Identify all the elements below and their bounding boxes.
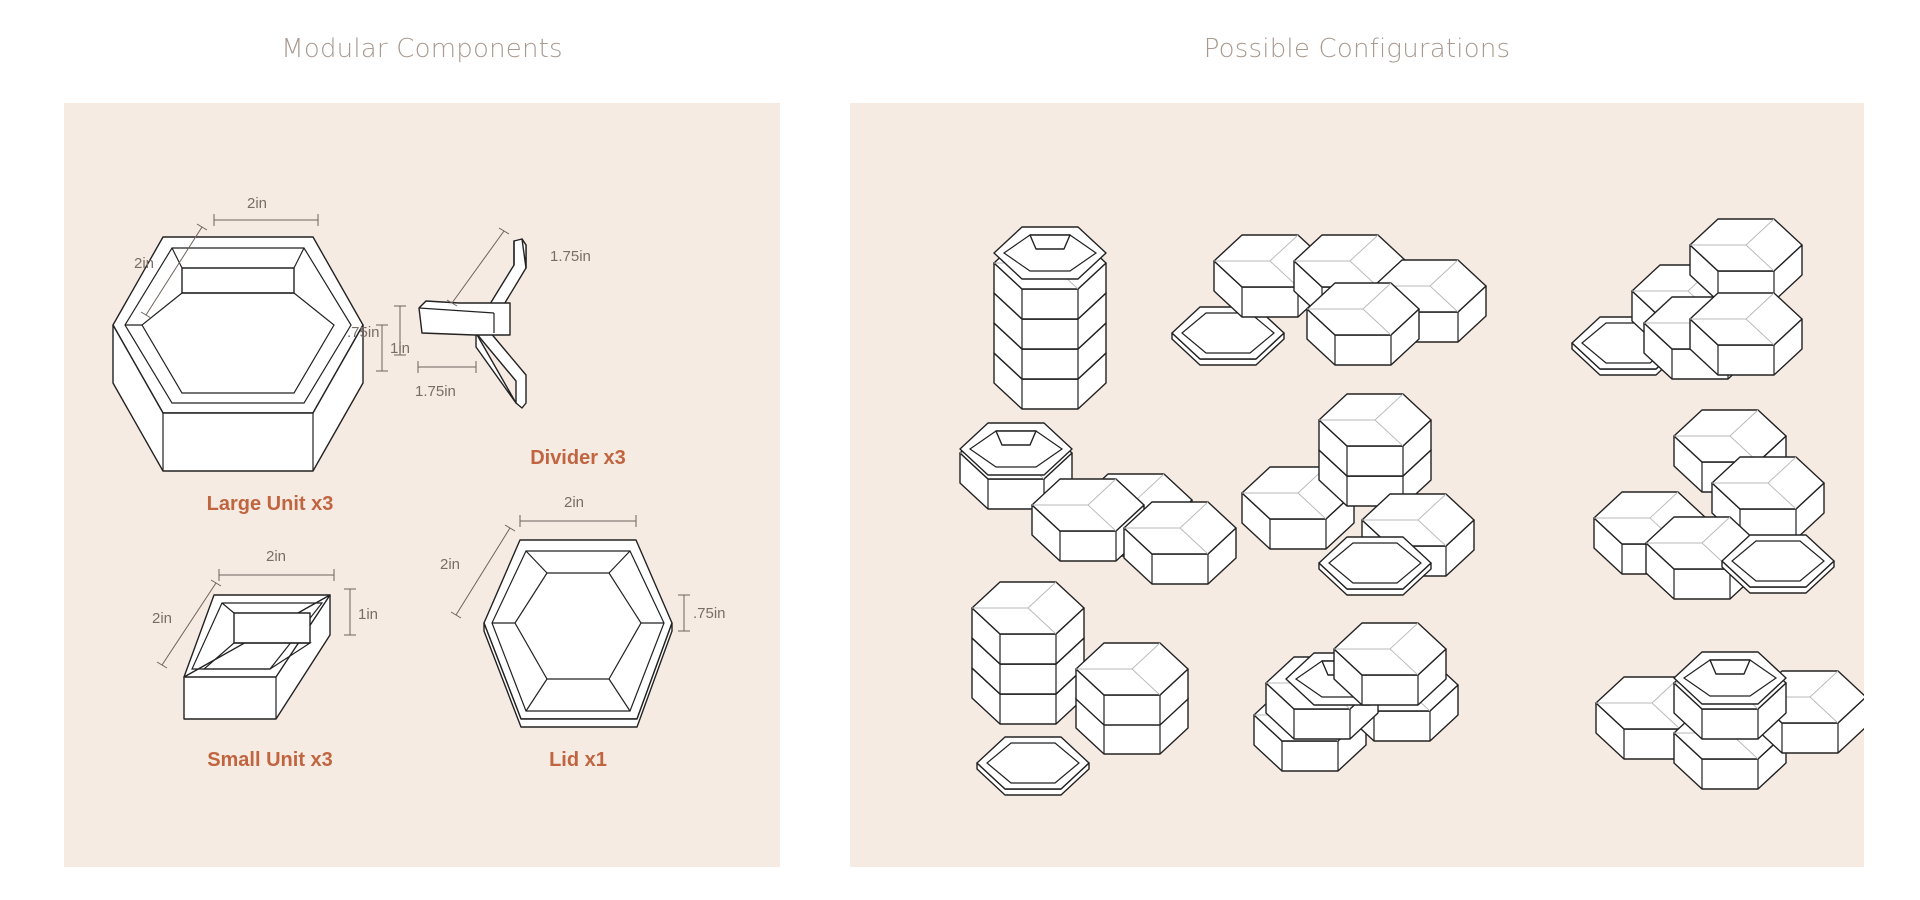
- lid-label: Lid x1: [549, 749, 607, 771]
- small-unit-width-label: 2in: [266, 548, 286, 565]
- small-unit-illustration: [183, 594, 331, 720]
- components-panel: 2in 2in 1in Large Unit x3: [64, 103, 780, 867]
- divider-height-label: .75in: [347, 324, 380, 341]
- configuration-3: [1571, 219, 1802, 379]
- configuration-2: [1171, 235, 1486, 366]
- lid-depth-label: 2in: [440, 556, 460, 573]
- configuration-4: [959, 422, 1236, 584]
- divider-illustration: [418, 238, 527, 409]
- configurations-drawing: [959, 103, 1864, 796]
- configurations-panel: [850, 103, 1864, 867]
- possible-configurations-title: Possible Configurations: [1203, 34, 1511, 64]
- large-unit-label: Large Unit x3: [207, 493, 334, 515]
- lid-illustration: [483, 539, 673, 728]
- configuration-1: [993, 226, 1107, 409]
- divider-width-label: 1.75in: [415, 383, 456, 400]
- lid-dimensions: 2in 2in .75in: [440, 494, 726, 632]
- modular-components-title: Modular Components: [281, 34, 563, 64]
- large-unit-width-label: 2in: [247, 195, 267, 212]
- configuration-6: [1594, 410, 1835, 599]
- small-unit-height-label: 1in: [358, 606, 378, 623]
- large-unit-dimensions: 2in 2in 1in: [134, 195, 410, 372]
- small-unit-label: Small Unit x3: [207, 749, 333, 771]
- configuration-7: [972, 582, 1188, 796]
- configuration-8: [1254, 623, 1458, 771]
- components-drawing: 2in 2in 1in Large Unit x3: [112, 195, 726, 771]
- small-unit-depth-label: 2in: [152, 610, 172, 627]
- lid-width-label: 2in: [564, 494, 584, 511]
- lid-height-label: .75in: [693, 605, 726, 622]
- configuration-9: [1596, 651, 1864, 789]
- large-unit-illustration: [112, 236, 364, 472]
- divider-dimensions: 1.75in .75in 1.75in: [347, 227, 591, 400]
- small-unit-dimensions: 2in 2in 1in: [152, 548, 378, 669]
- configuration-5: [1242, 394, 1474, 596]
- divider-label: Divider x3: [530, 447, 626, 469]
- large-unit-depth-label: 2in: [134, 255, 154, 272]
- divider-length-label: 1.75in: [550, 248, 591, 265]
